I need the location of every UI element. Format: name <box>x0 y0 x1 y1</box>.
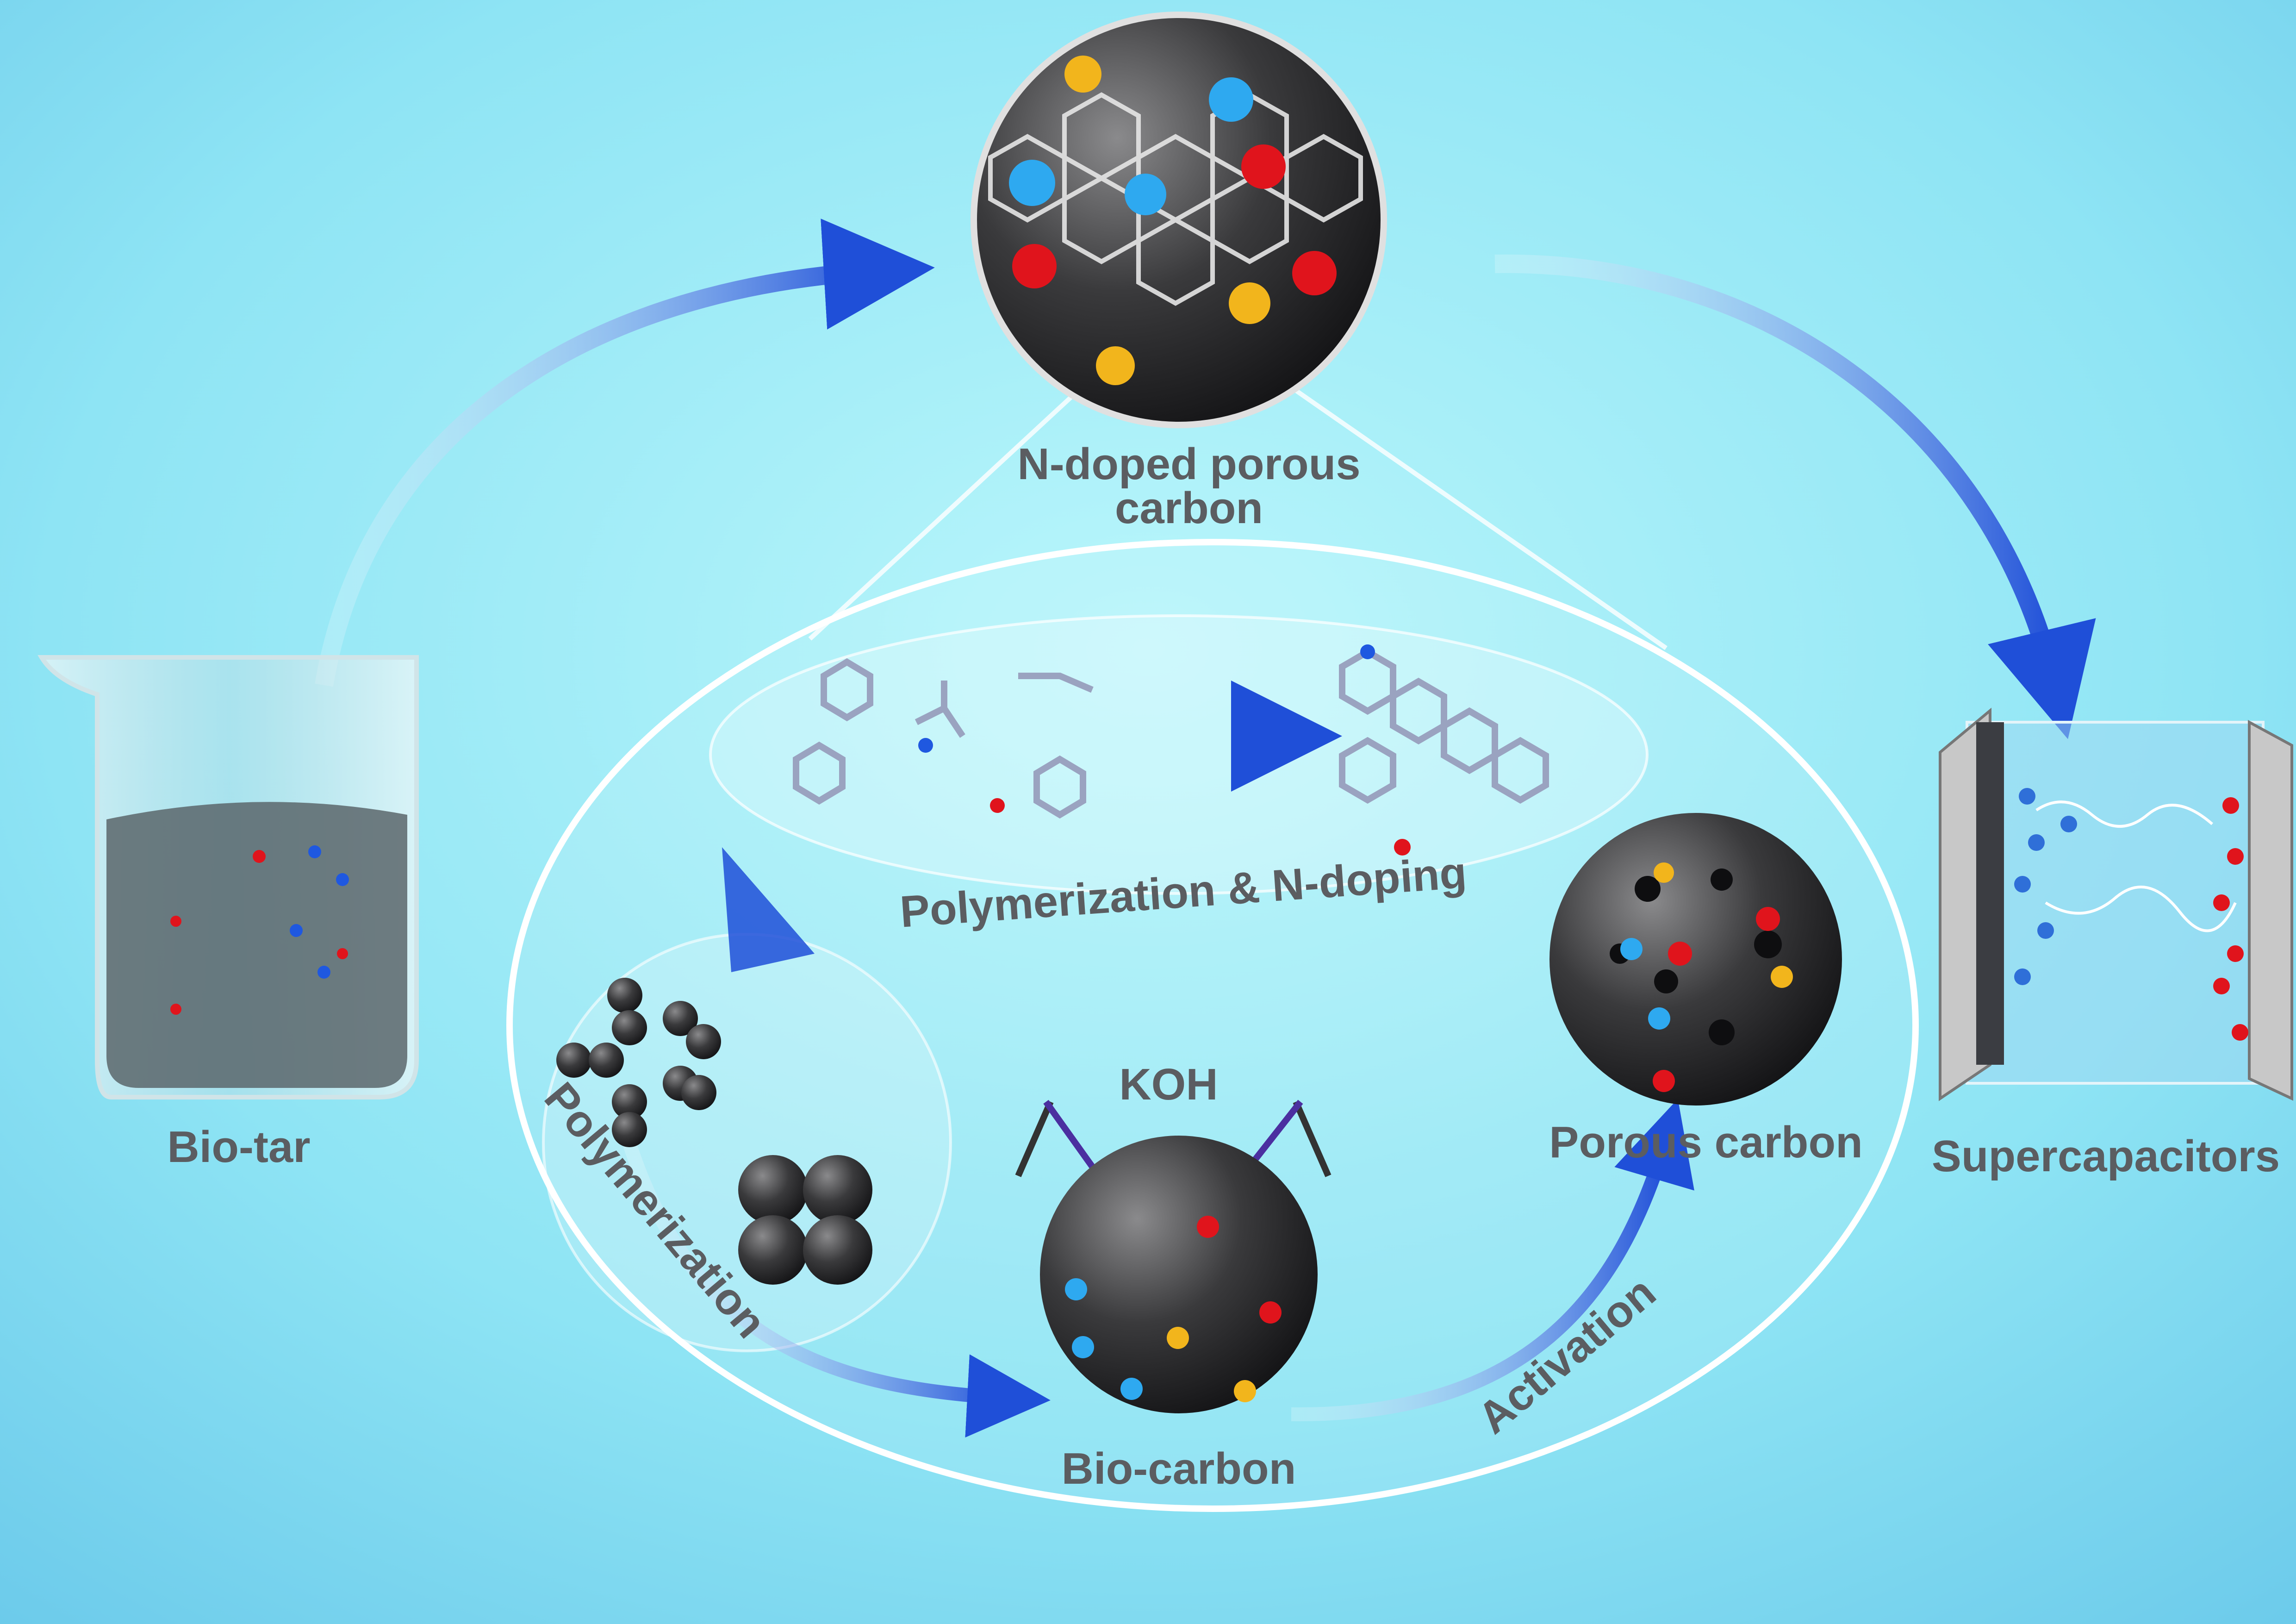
oxygen-atom <box>1241 144 1286 189</box>
molecule-cluster <box>170 845 349 1015</box>
nitrogen-atom <box>918 738 933 753</box>
bio-tar-label: Bio-tar <box>167 1122 310 1172</box>
arrow-biotar-to-product <box>315 219 935 687</box>
nitrogen-atom <box>1648 1007 1670 1030</box>
oxygen-atom <box>1197 1216 1219 1238</box>
nitrogen-atom <box>1620 938 1643 960</box>
oxygen-atom <box>1394 839 1411 856</box>
koh-label: KOH <box>1119 1060 1218 1109</box>
oligomer-spheres <box>556 978 872 1285</box>
sulfur-atom <box>1654 862 1674 883</box>
sulfur-atom <box>1064 56 1101 93</box>
nitrogen-atom <box>1125 174 1166 215</box>
sulfur-atom <box>1229 282 1270 324</box>
product-label-line2: carbon <box>1115 483 1263 533</box>
supercapacitors-label: Supercapacitors <box>1932 1131 2280 1181</box>
arrow-activation <box>1291 1099 1694 1422</box>
oxygen-atom <box>1756 907 1780 931</box>
supercapacitor <box>1939 707 2293 1101</box>
oxygen-atom <box>1259 1301 1282 1324</box>
bio-carbon-label: Bio-carbon <box>1062 1444 1296 1493</box>
nitrogen-atom <box>1009 160 1055 206</box>
nitrogen-atom <box>1065 1278 1087 1300</box>
arrow-polymerization <box>622 1141 1051 1438</box>
sulfur-atom <box>1167 1327 1189 1349</box>
precursor-molecules <box>793 658 1094 819</box>
nitrogen-atom <box>1120 1378 1143 1400</box>
bio-tar-beaker <box>37 655 419 1099</box>
nitrogen-atom <box>1072 1336 1094 1358</box>
arrow-down-to-polymerization <box>722 847 815 972</box>
arrow-product-to-supercapacitor <box>1494 254 2096 739</box>
nitrogen-atom <box>1360 644 1375 659</box>
koh-droppers <box>1015 1099 1332 1177</box>
oxygen-atom <box>1668 942 1692 966</box>
oxygen-atom <box>990 798 1005 813</box>
zoom-beam <box>808 350 1668 650</box>
oxygen-atom <box>1292 251 1337 295</box>
oxygen-atom <box>1653 1070 1675 1092</box>
porous-carbon-label: Porous carbon <box>1549 1118 1862 1167</box>
n-doped-porous-carbon-sphere <box>971 12 1387 428</box>
bio-carbon-sphere <box>1040 1136 1318 1413</box>
polymerization-ndoping-bubble <box>709 614 1649 895</box>
oxygen-atom <box>1012 244 1057 288</box>
sulfur-atom <box>1234 1380 1256 1402</box>
product-label-line1: N-doped porous <box>1017 439 1360 489</box>
sulfur-atom <box>1096 346 1135 385</box>
sulfur-atom <box>1771 966 1793 988</box>
porous-carbon-sphere <box>1549 813 1842 1106</box>
nitrogen-atom <box>1209 77 1253 122</box>
